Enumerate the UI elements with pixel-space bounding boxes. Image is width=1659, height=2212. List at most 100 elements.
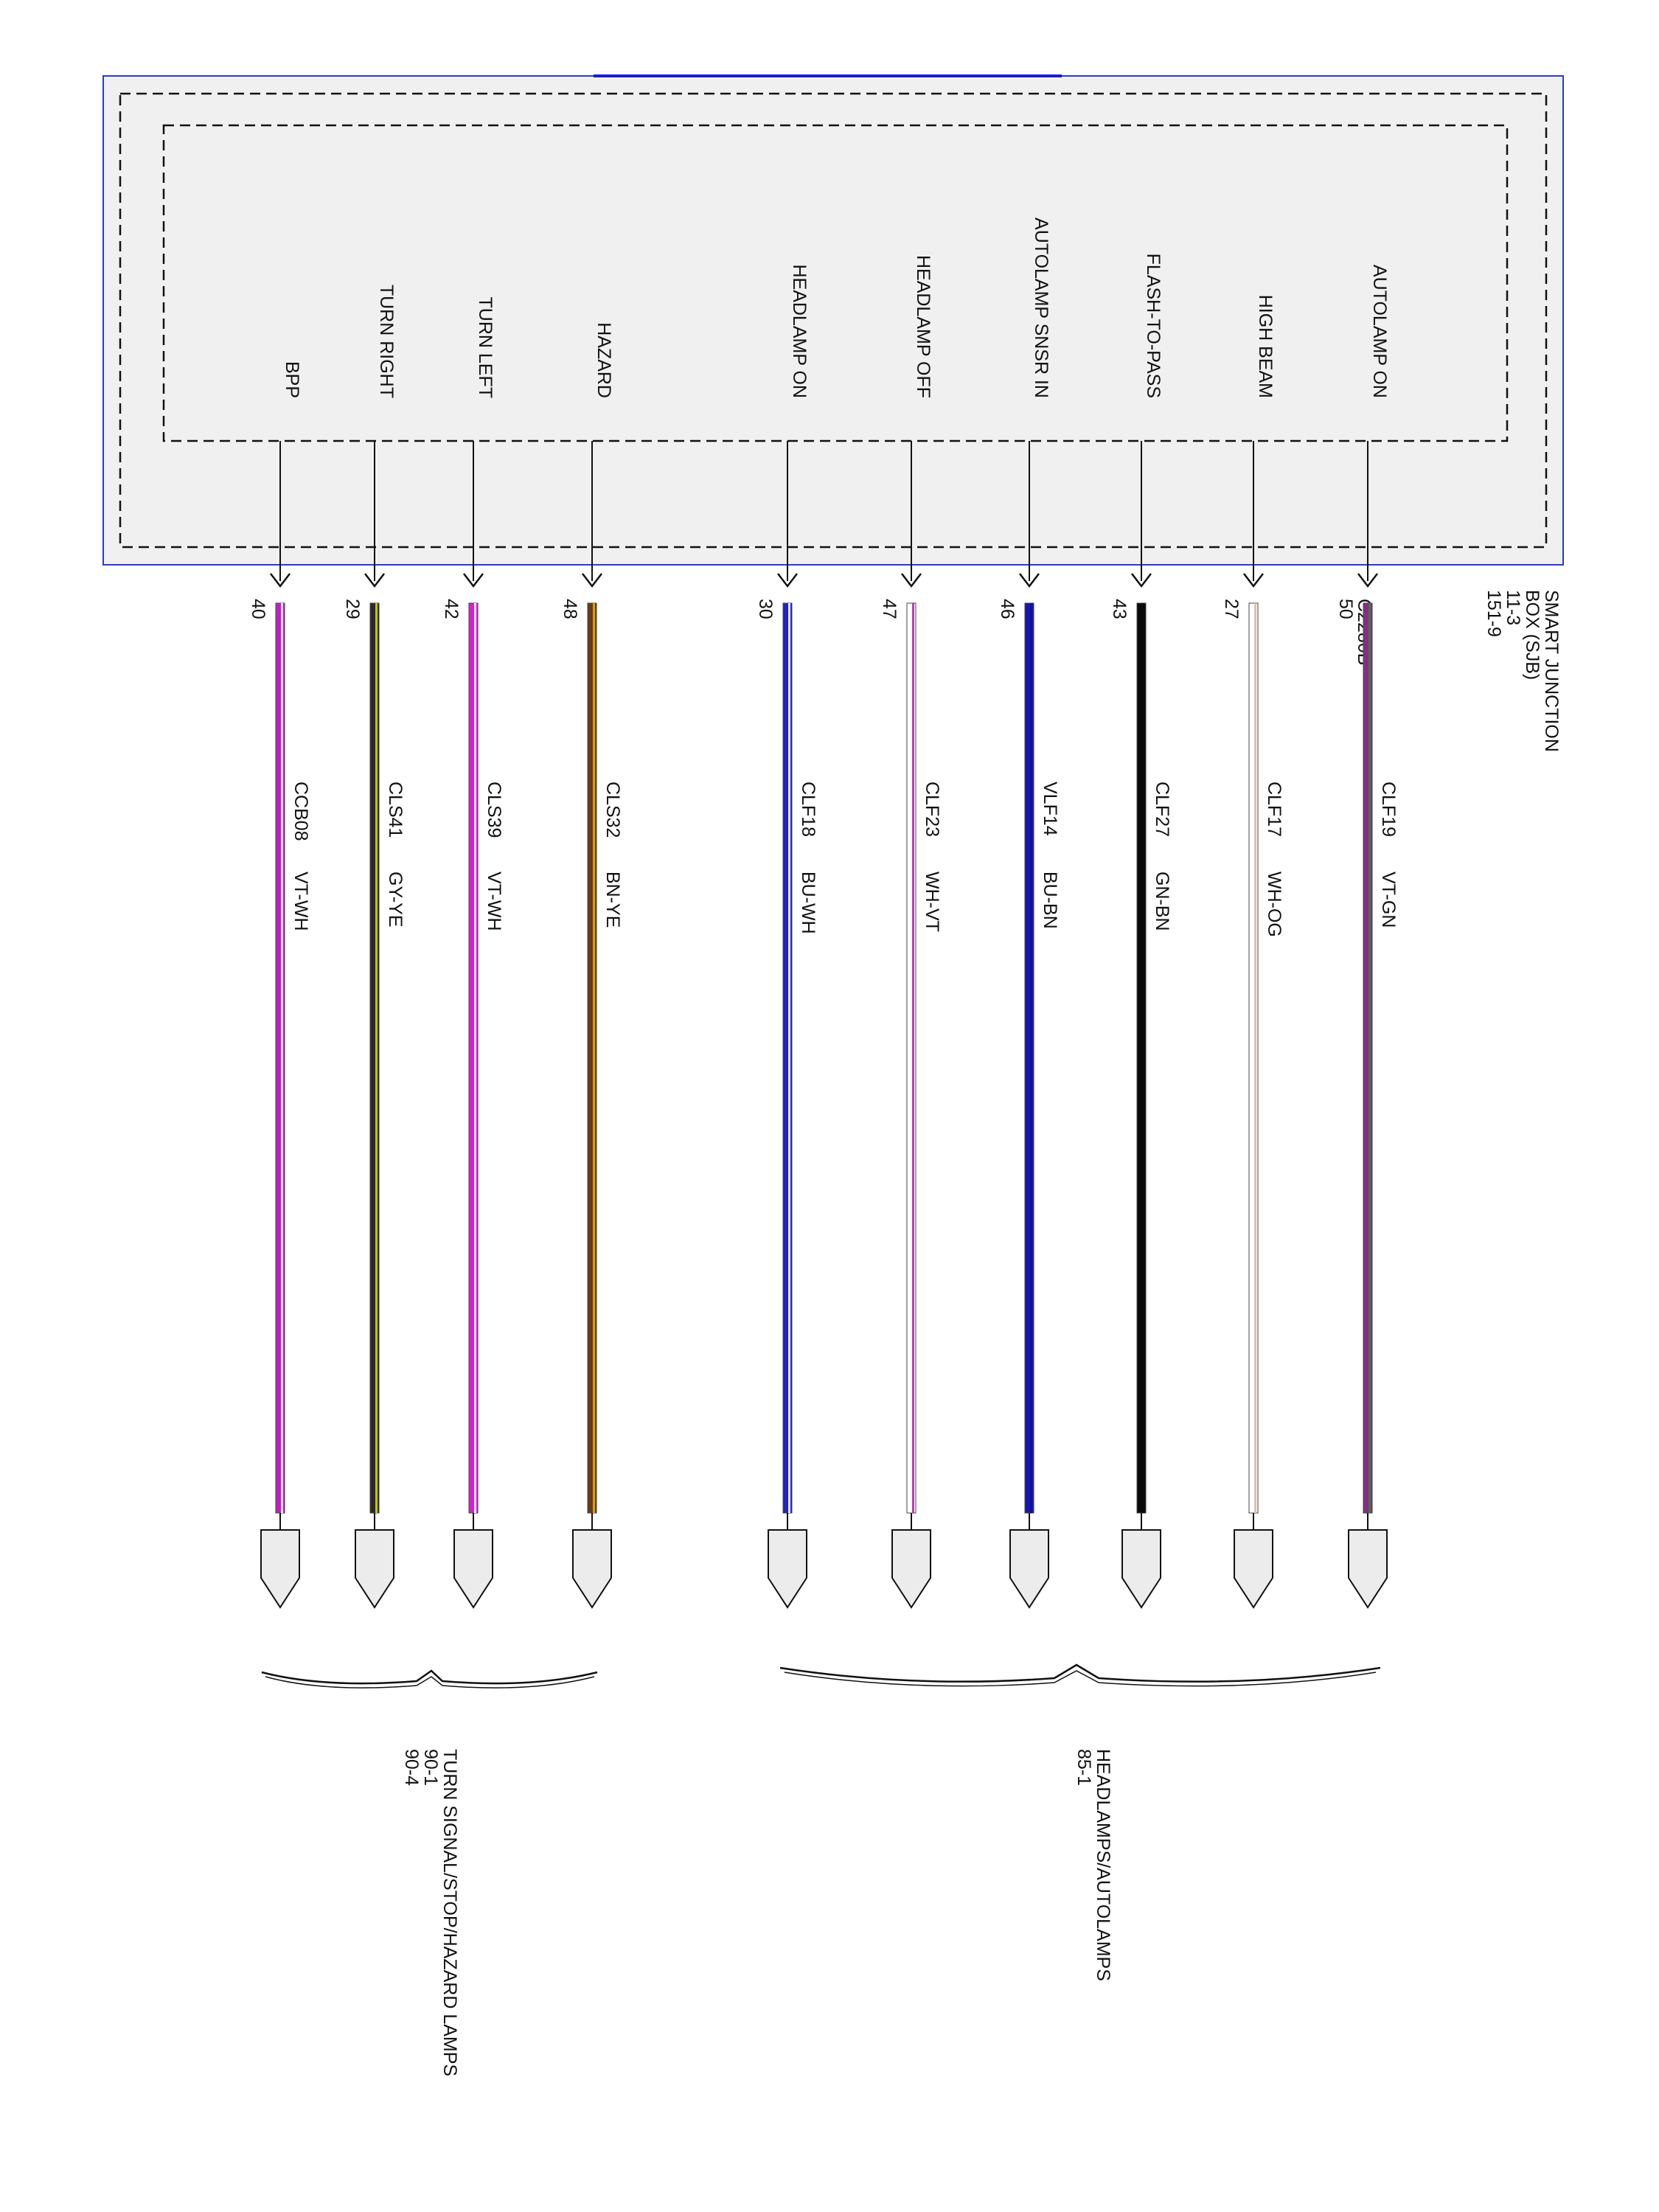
- circuit-id: VLF14: [1040, 782, 1060, 836]
- pin-number: 46: [997, 599, 1018, 619]
- pin-arrow: [777, 573, 798, 588]
- wire-stripe: [593, 603, 595, 1513]
- terminal-connector: [1234, 1529, 1273, 1609]
- terminal-connector: [355, 1529, 394, 1609]
- group-turn-line-2: 90-1: [420, 1749, 441, 1786]
- pin-arrow: [1019, 573, 1040, 588]
- pin-arrow: [901, 573, 922, 588]
- group-turn-line-1: TURN SIGNAL/STOP/HAZARD LAMPS: [439, 1749, 460, 2076]
- module-outer-border: [102, 75, 1564, 566]
- wire-body: [1248, 602, 1259, 1514]
- pin-number: 42: [441, 599, 462, 619]
- function-label: FLASH-TO-PASS: [1143, 254, 1164, 398]
- pin-number: 30: [755, 599, 776, 619]
- function-label: HEADLAMP OFF: [913, 255, 933, 398]
- terminal-connector: [572, 1529, 612, 1609]
- pin-arrow: [270, 573, 291, 588]
- wire-stripe: [1142, 603, 1144, 1513]
- group-head-line-2: 85-1: [1074, 1749, 1094, 1786]
- brace-head-inner: [784, 1670, 1377, 1687]
- wire-body: [906, 602, 917, 1514]
- wire-stripe: [788, 603, 790, 1513]
- module-name-line-1: SMART JUNCTION: [1541, 590, 1562, 752]
- circuit-id: CLS32: [602, 782, 623, 838]
- function-label: AUTOLAMP ON: [1369, 265, 1390, 398]
- group-turn-line-3: 90-4: [401, 1749, 422, 1786]
- terminal-connector: [768, 1529, 807, 1609]
- smart-junction-box: [102, 74, 1564, 566]
- wire-stripe: [1254, 603, 1256, 1513]
- pin-number: 48: [560, 599, 580, 619]
- wire-color-code: VT-GN: [1378, 872, 1399, 928]
- terminal-connector: [260, 1529, 300, 1609]
- terminal-connector: [1009, 1529, 1049, 1609]
- group-head: HEADLAMPS/AUTOLAMPS 85-1: [779, 1663, 1381, 1981]
- pin-number: 50: [1335, 599, 1356, 619]
- function-label: TURN LEFT: [475, 297, 495, 399]
- wire-color-code: GN-BN: [1152, 872, 1172, 931]
- wire-color-code: BU-BN: [1040, 872, 1060, 929]
- module-name-block: SMART JUNCTION BOX (SJB) 11-3 151-9: [1484, 590, 1562, 752]
- function-label: TURN RIGHT: [376, 285, 397, 398]
- wire-color-code: BU-WH: [798, 872, 818, 934]
- group-turn: TURN SIGNAL/STOP/HAZARD LAMPS 90-1 90-4: [261, 1669, 598, 2076]
- wire-stripe: [375, 603, 378, 1513]
- wire-body: [369, 602, 380, 1514]
- pin-number: 27: [1221, 599, 1242, 619]
- function-label: HIGH BEAM: [1255, 295, 1276, 398]
- wire-body: [275, 602, 285, 1514]
- circuit-id: CLF19: [1378, 782, 1399, 837]
- function-label: HEADLAMP ON: [789, 264, 810, 398]
- function-label: AUTOLAMP SNSR IN: [1031, 218, 1051, 398]
- wire-color-code: WH-OG: [1264, 872, 1284, 937]
- terminal-connector: [453, 1529, 493, 1609]
- wire-body: [587, 602, 597, 1514]
- module-dashed-inner: [162, 124, 1509, 442]
- module-name-line-4: 151-9: [1484, 590, 1504, 637]
- pin-arrow: [463, 573, 484, 588]
- circuit-id: CCB08: [291, 782, 311, 841]
- wire-body: [782, 602, 793, 1514]
- brace-turn-inner: [265, 1676, 595, 1688]
- wire-color-code: BN-YE: [602, 872, 623, 928]
- circuit-id: CLF17: [1264, 782, 1284, 837]
- function-label: HAZARD: [594, 322, 614, 398]
- wire-stripe: [1030, 603, 1032, 1513]
- wire-body: [1363, 602, 1373, 1514]
- wire-color-code: VT-WH: [291, 872, 311, 931]
- wire-stripe: [1368, 603, 1371, 1513]
- circuit-id: CLF18: [798, 782, 818, 837]
- group-head-line-1: HEADLAMPS/AUTOLAMPS: [1093, 1749, 1113, 1981]
- wire-color-code: VT-WH: [484, 872, 504, 931]
- pin-arrow: [582, 573, 602, 588]
- terminal-connector: [1121, 1529, 1161, 1609]
- wire-stripe: [474, 603, 476, 1513]
- wire-stripe: [912, 603, 914, 1513]
- function-label: BPP: [282, 361, 302, 398]
- wire-color-code: GY-YE: [385, 872, 406, 928]
- pin-arrow: [1243, 573, 1264, 588]
- circuit-id: CLS41: [385, 782, 406, 838]
- circuit-id: CLS39: [484, 782, 504, 838]
- wire-color-code: WH-VT: [922, 872, 942, 932]
- wire-body: [1136, 602, 1147, 1514]
- wire-body: [468, 602, 479, 1514]
- pin-number: 43: [1109, 599, 1130, 619]
- terminal-connector: [1348, 1529, 1388, 1609]
- brace-head: [779, 1663, 1381, 1683]
- module-name-line-2: BOX (SJB): [1522, 590, 1543, 680]
- pin-number: 29: [342, 599, 363, 619]
- terminal-connector: [891, 1529, 931, 1609]
